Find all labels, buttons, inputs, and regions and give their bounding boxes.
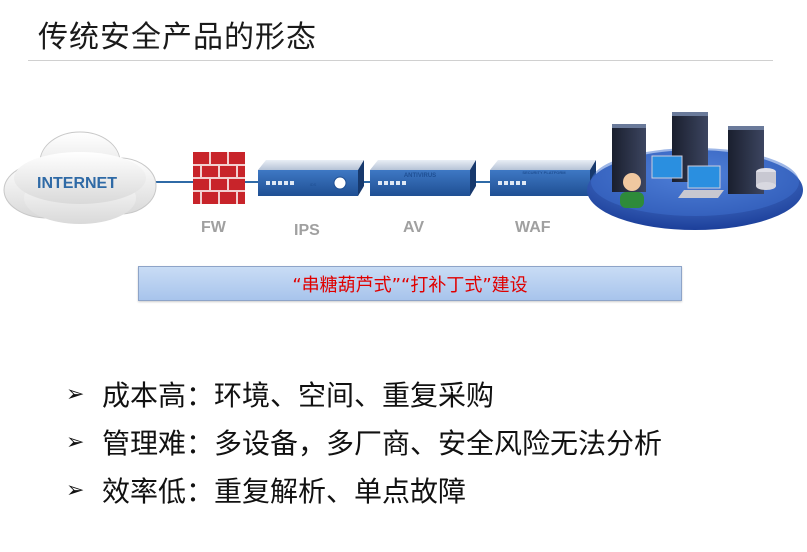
firewall-icon <box>193 152 245 204</box>
title-divider <box>28 60 773 61</box>
list-item-text: 效率低：重复解析、单点故障 <box>102 475 467 508</box>
page-title: 传统安全产品的形态 <box>38 20 317 55</box>
internet-cloud-icon <box>3 131 157 224</box>
server-cluster-icon <box>587 112 803 230</box>
internet-label: INTERNET <box>37 175 117 192</box>
arrow-bullet-icon: ➢ <box>66 477 85 503</box>
list-item-text: 成本高：环境、空间、重复采购 <box>102 379 495 412</box>
list-item-text: 管理难：多设备，多厂商、安全风险无法分析 <box>102 427 663 460</box>
waf-badge: SECURITY PLATFORM <box>522 170 566 175</box>
ips-appliance-icon <box>258 160 364 196</box>
list-item: ➢ 成本高：环境、空间、重复采购 <box>66 370 662 418</box>
fw-label: FW <box>201 219 226 236</box>
waf-appliance-icon <box>490 160 596 196</box>
arrow-bullet-icon: ➢ <box>66 381 85 407</box>
av-badge: ANTIVIRUS <box>404 173 436 179</box>
construction-mode-banner: “串糖葫芦式”“打补丁式”建设 <box>138 266 682 301</box>
network-diagram: INTERNET IDS <box>3 112 803 230</box>
problem-list: ➢ 成本高：环境、空间、重复采购 ➢ 管理难：多设备，多厂商、安全风险无法分析 … <box>66 370 662 514</box>
list-item: ➢ 管理难：多设备，多厂商、安全风险无法分析 <box>66 418 662 466</box>
ips-badge: IDS <box>310 182 317 187</box>
arrow-bullet-icon: ➢ <box>66 429 85 455</box>
waf-label: WAF <box>515 219 551 236</box>
ips-label: IPS <box>294 222 320 239</box>
list-item: ➢ 效率低：重复解析、单点故障 <box>66 466 662 514</box>
av-appliance-icon <box>370 160 476 196</box>
av-label: AV <box>403 219 425 236</box>
